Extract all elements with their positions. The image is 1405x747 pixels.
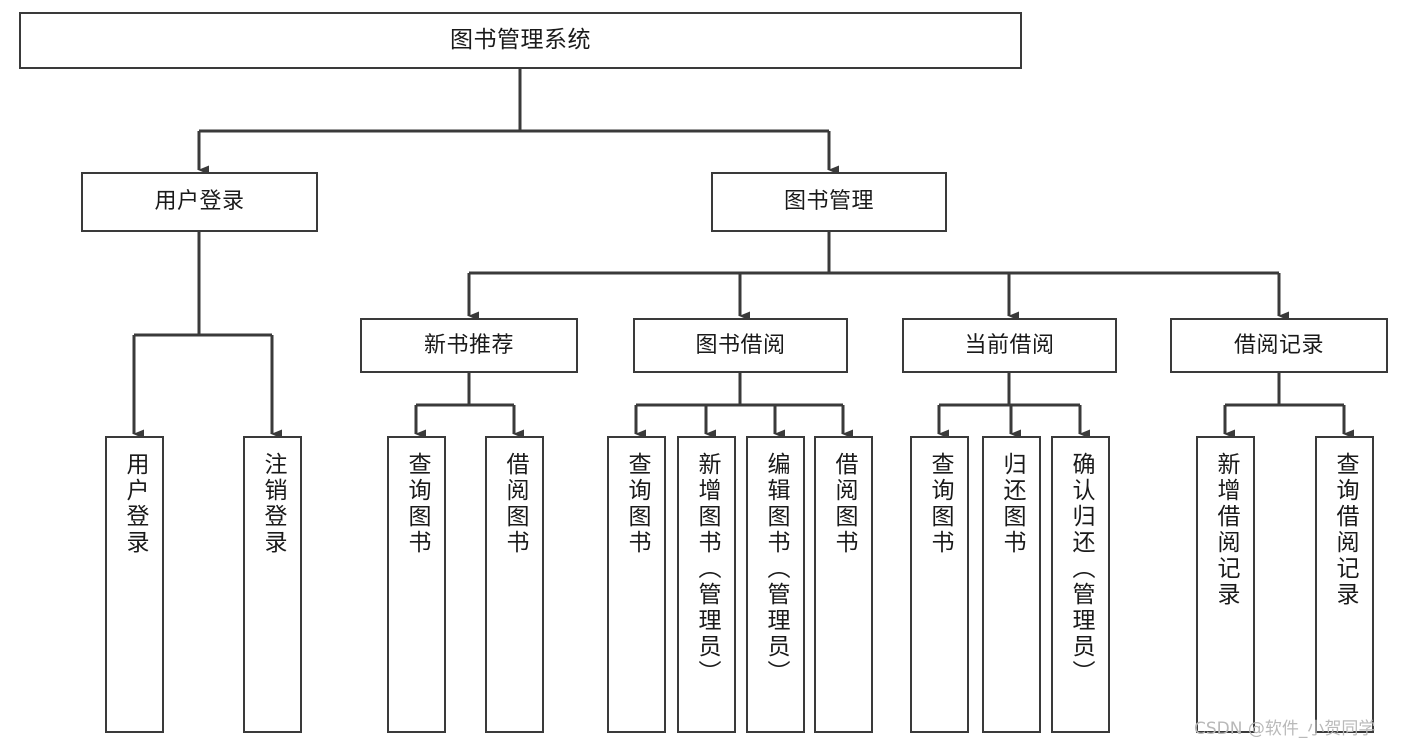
- node-label: 借阅图书: [502, 452, 528, 556]
- node-leaf-query-book-3[interactable]: 查询图书: [910, 436, 969, 733]
- node-label: 新增借阅记录: [1213, 452, 1239, 608]
- node-leaf-query-record[interactable]: 查询借阅记录: [1315, 436, 1374, 733]
- node-label: 用户登录: [154, 189, 245, 215]
- node-label: 图书管理系统: [450, 26, 591, 53]
- node-book-manage[interactable]: 图书管理: [711, 172, 947, 232]
- csdn-watermark: CSDN @软件_小贺同学: [1194, 719, 1376, 739]
- node-label: 查询图书: [624, 452, 650, 556]
- node-book-borrow[interactable]: 图书借阅: [633, 318, 848, 373]
- node-user-login[interactable]: 用户登录: [81, 172, 318, 232]
- node-label: 注销登录: [260, 452, 286, 556]
- node-label: 新增图书（管理员）: [694, 452, 720, 686]
- node-leaf-query-book-1[interactable]: 查询图书: [387, 436, 446, 733]
- node-label: 图书借阅: [695, 332, 786, 358]
- node-leaf-logout[interactable]: 注销登录: [243, 436, 302, 733]
- node-leaf-return-book[interactable]: 归还图书: [982, 436, 1041, 733]
- node-leaf-borrow-book-1[interactable]: 借阅图书: [485, 436, 544, 733]
- node-current-borrow[interactable]: 当前借阅: [902, 318, 1117, 373]
- node-new-book-rec[interactable]: 新书推荐: [360, 318, 578, 373]
- node-label: 用户登录: [122, 452, 148, 556]
- node-label: 确认归还（管理员）: [1068, 452, 1094, 686]
- node-leaf-user-login[interactable]: 用户登录: [105, 436, 164, 733]
- node-leaf-borrow-book-2[interactable]: 借阅图书: [814, 436, 873, 733]
- edges-group: [132, 69, 1354, 439]
- node-label: 图书管理: [783, 189, 874, 215]
- node-leaf-confirm-return[interactable]: 确认归还（管理员）: [1051, 436, 1110, 733]
- node-leaf-edit-book[interactable]: 编辑图书（管理员）: [746, 436, 805, 733]
- node-label: 编辑图书（管理员）: [763, 452, 789, 686]
- node-label: 查询借阅记录: [1332, 452, 1358, 608]
- node-label: 借阅记录: [1233, 332, 1324, 358]
- node-borrow-record[interactable]: 借阅记录: [1170, 318, 1388, 373]
- node-leaf-add-book[interactable]: 新增图书（管理员）: [677, 436, 736, 733]
- node-label: 新书推荐: [423, 332, 514, 358]
- node-label: 归还图书: [999, 452, 1025, 556]
- node-leaf-query-book-2[interactable]: 查询图书: [607, 436, 666, 733]
- node-label: 查询图书: [927, 452, 953, 556]
- node-label: 借阅图书: [831, 452, 857, 556]
- node-leaf-add-record[interactable]: 新增借阅记录: [1196, 436, 1255, 733]
- node-label: 查询图书: [404, 452, 430, 556]
- node-root[interactable]: 图书管理系统: [19, 12, 1022, 69]
- node-label: 当前借阅: [964, 332, 1055, 358]
